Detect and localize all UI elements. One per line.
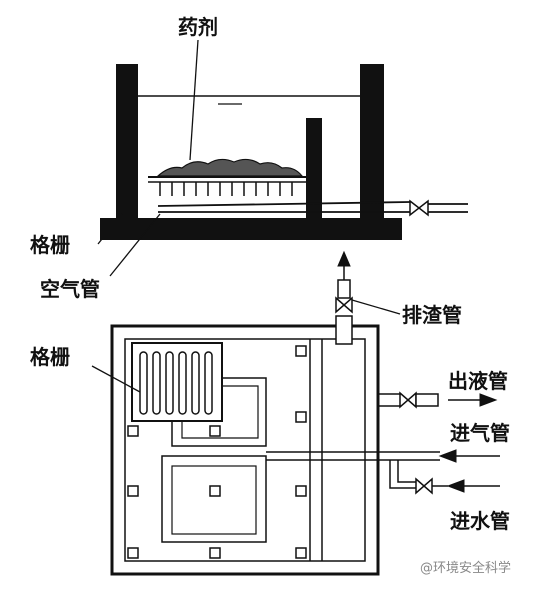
plan-column [127,425,139,437]
tank-base [100,218,402,240]
tank-left-wall [116,64,138,220]
plan-chamber-lower [161,455,267,543]
plan-column [295,411,307,423]
label-grid-plan: 格栅 [30,345,70,369]
grid-bars [159,182,293,196]
label-water-in: 进水管 [450,509,510,533]
label-air-in: 进气管 [450,421,510,445]
plan-grid-box [131,342,223,422]
leader-chemical [189,39,199,161]
leader-air-pipe [109,213,161,277]
label-slag-pipe: 排渣管 [402,303,462,327]
plan-column [295,485,307,497]
leader-slag-pipe [351,299,401,315]
plan-column [209,547,221,559]
plan-air-pipe-route-inner [181,385,259,439]
plan-inner-wall [124,338,366,562]
plan-grid-bar [152,351,161,415]
valve-icon-slag [335,296,353,314]
valve-icon-water [415,477,433,495]
outlet-pipe-end [415,393,439,407]
plan-outer-wall [110,324,380,576]
plan-air-pipe-route [171,377,267,447]
section-view [97,39,468,277]
label-chemical: 药剂 [178,15,218,39]
tank-right-wall [360,64,384,220]
plan-grid-bar [191,351,200,415]
air-pipe-upper [157,201,411,207]
plan-grid-bar [139,351,148,415]
label-liquid-out: 出液管 [448,369,508,393]
plan-column [127,547,139,559]
chemical-heap [156,158,304,177]
watermark: @环境安全科学 [420,560,511,576]
plan-view [91,250,500,576]
plan-column [295,345,307,357]
plan-column [209,425,221,437]
plan-columns [127,345,307,559]
water-in-pipe-route-2 [397,460,416,483]
plan-chamber-lower-inner [171,465,257,535]
plan-column [209,485,221,497]
plan-grid-bars [139,351,213,415]
arrow-right-icon-outlet [479,393,498,407]
water-in-pipe-route [389,460,416,489]
plan-grid-bar [178,351,187,415]
arrow-left-icon-water [446,479,465,493]
arrow-up-icon [337,250,351,267]
tank-partition [306,118,322,220]
plan-grid-bar [165,351,174,415]
plan-column [295,547,307,559]
valve-icon [409,199,429,217]
leader-grid-top [97,213,123,245]
slag-pipe-top [337,279,351,299]
plan-grid-bar [204,351,213,415]
leader-grid-plan [91,365,141,393]
slag-pipe-body [335,315,353,345]
plan-column [127,485,139,497]
valve-icon-outlet [399,391,417,409]
arrow-left-icon-air [438,449,457,463]
label-grid-top: 格栅 [30,233,70,257]
label-air-pipe: 空气管 [40,277,100,301]
